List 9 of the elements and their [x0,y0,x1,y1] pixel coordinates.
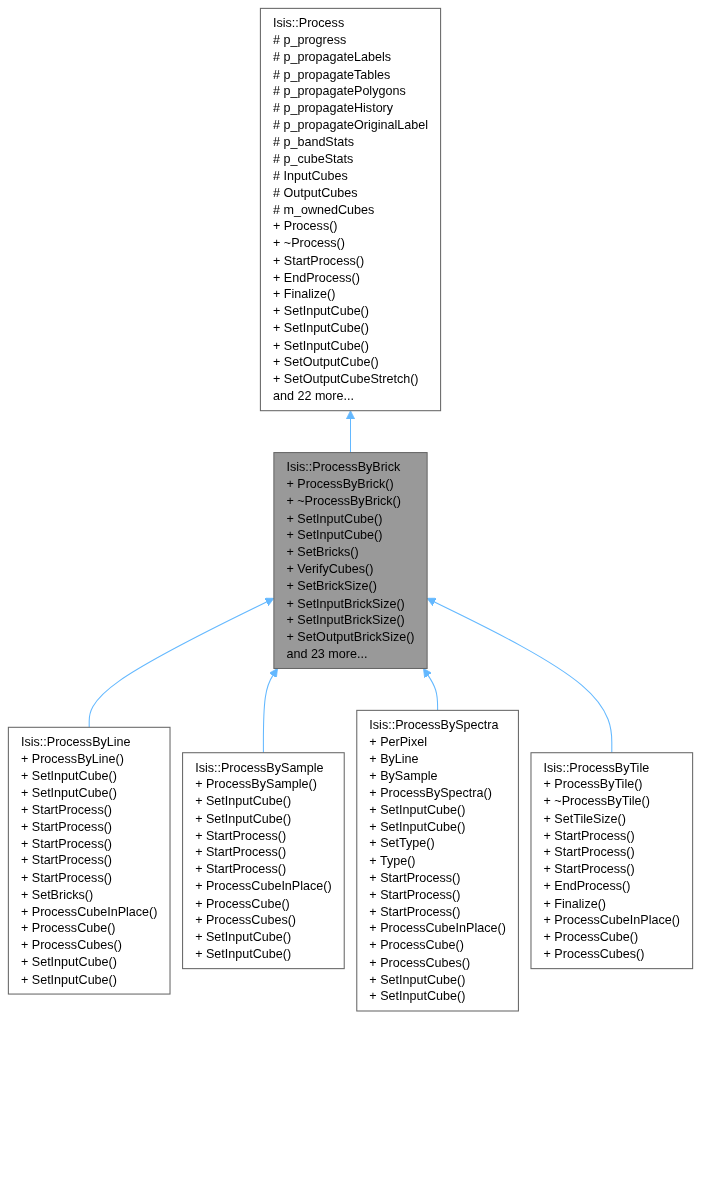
arrow [262,668,278,754]
arrow [423,668,439,711]
arrow [345,410,356,454]
node-box: Isis::ProcessBySample + ProcessBySample() + SetInputCube() + SetInputCube() + StartProcess() + StartProcess() + StartProcess() + ProcessCubeInPlace() + ProcessCube() + ProcessCubes() + SetInputCube() + SetInputCube() [182,752,345,970]
node-box: Isis::ProcessByTile + ProcessByTile() + ~ProcessByTile() + SetTileSize() + StartProcess() + StartProcess() + StartProcess() + EndProcess() + Finalize() + ProcessCubeInPlace() + ProcessCube() + ProcessCubes() [530,752,694,970]
node-box: Isis::ProcessBySpectra + PerPixel + ByLine + BySample + ProcessBySpectra() + SetInputCube() + SetInputCube() + SetType() + Type() + StartProcess() + StartProcess() + StartProcess() + ProcessCubeInPlace() + ProcessCube() + ProcessCubes() + SetInputCube() + SetInputCube() [356,709,519,1012]
node-box: Isis::ProcessByBrick + ProcessByBrick() + ~ProcessByBrick() + SetInputCube() + SetInputCube() + SetBricks() + VerifyCubes() + SetBrickSize() + SetInputBrickSize() + SetInputBrickSize() + SetOutputBrickSize() and 23 more... [273,452,428,669]
node-box: Isis::Process # p_progress # p_propagateLabels # p_propagateTables # p_propagatePolygons # p_propagateHistory # p_propagateOriginalLabel # p_bandStats # p_cubeStats # InputCubes # OutputCubes # m_ownedCubes + Process() + ~Process() + StartProcess() + EndProcess() + Finalize() + SetInputCube() + SetInputCube() + SetInputCube() + SetOutputCube() + SetOutputCubeStretch() and 22 more... [259,7,442,412]
node-box: Isis::ProcessByLine + ProcessByLine() + SetInputCube() + SetInputCube() + StartProcess() + StartProcess() + StartProcess() + StartProcess() + StartProcess() + SetBricks() + ProcessCubeInPlace() + ProcessCube() + ProcessCubes() + SetInputCube() + SetInputCube() [7,726,171,995]
